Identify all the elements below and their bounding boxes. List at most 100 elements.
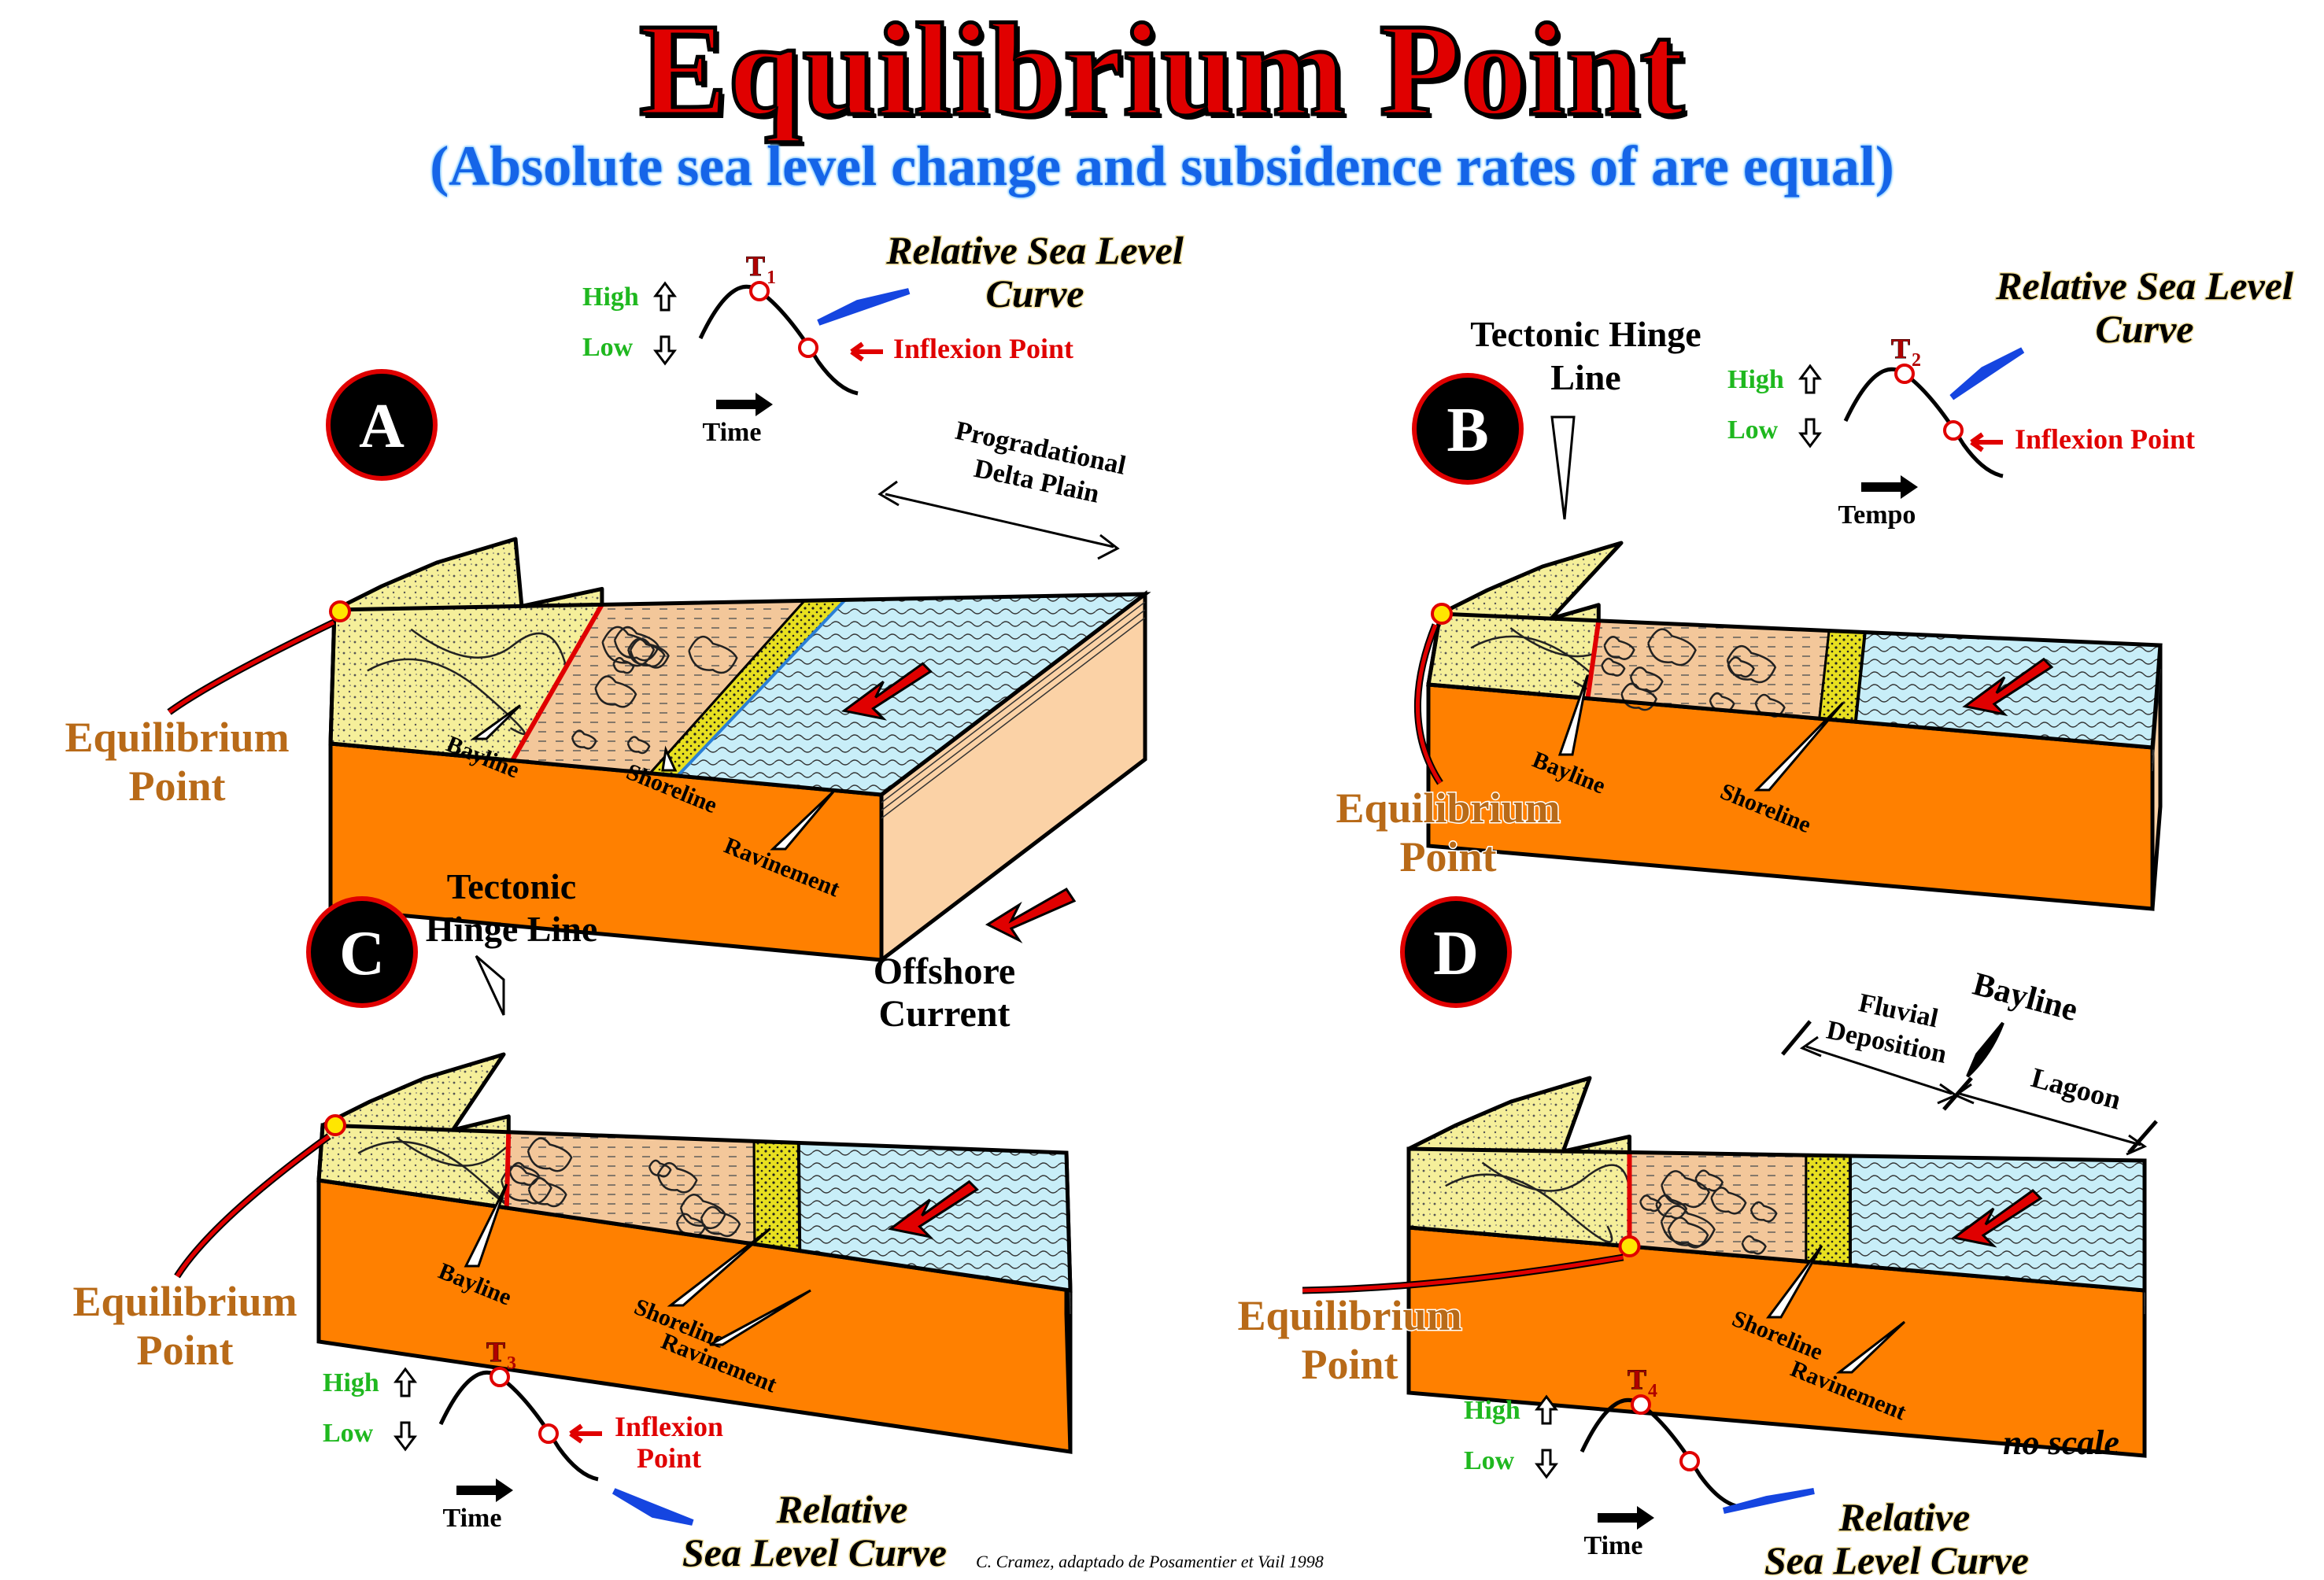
down-arrow-icon [1798,418,1822,449]
rsl-pointer-arrow [1949,347,2025,401]
rsl-curve-title-2: Curve [2096,307,2194,351]
sea-level-curve-a [653,281,859,416]
panel-letter: A [359,392,405,461]
credit-note: C. Cramez, adaptado de Posamentier et Va… [976,1552,1324,1571]
curve-high-marker [1631,1394,1651,1415]
callout-pointer [1835,1320,1906,1374]
high-label: High [582,282,639,312]
rsl-pointer-arrow [611,1488,694,1526]
distributary-channels [1601,628,1786,718]
callout-pointer [770,789,836,851]
time-arrow-icon [456,1478,513,1502]
river-channel [1481,1161,1631,1192]
equilibrium-label-1: Equilibrium [72,1278,297,1325]
high-label: High [1727,365,1784,394]
equilibrium-label-1: Equilibrium [65,714,289,761]
hinge-pointer [1550,415,1576,520]
rsl-curve-title-2: Curve [986,271,1084,316]
page-subtitle: (Absolute sea level change and subsidenc… [430,135,1894,198]
rsl-curve-title-2: Sea Level Curve [1764,1538,2029,1580]
equilibrium-point-marker [324,1114,346,1136]
low-label: Low [1727,415,1779,445]
river-channel [1445,1173,1613,1243]
time-arrow-icon [716,393,773,416]
callout-pointer [470,704,522,740]
time-step-label: T [1628,1364,1646,1395]
block-top-outline [328,592,1151,797]
block-top-outline [316,1123,1073,1293]
offshore-current-legend-arrow [985,888,1077,943]
sea-level-curve-b [1798,364,2004,499]
river-channel [367,658,526,736]
callout-pointer [1766,1245,1823,1319]
block-top-outline [1406,1146,2147,1293]
inflexion-arrow [850,341,883,362]
equilibrium-label-1: Equilibrium [1237,1292,1461,1339]
sea-level-curve-c [393,1367,599,1502]
equilibrium-arrow [1415,624,1443,784]
distributary-channels [500,1137,741,1238]
equilibrium-point-marker [1618,1235,1641,1257]
equilibrium-arrow [174,1133,331,1279]
time-arrow-icon [1861,475,1918,499]
time-axis-label: Tempo [1838,500,1916,530]
inflexion-arrow [569,1423,602,1444]
curve-high-marker [1894,364,1915,384]
callout-pointer [709,1289,811,1346]
low-label: Low [1464,1446,1515,1475]
panel-letter: D [1433,919,1479,988]
bayline-trace [1585,620,1602,700]
time-step-label: T [746,250,765,282]
alluvial-plain [1406,1076,1631,1249]
extent-double-arrow [878,480,1120,560]
block-diagram-b [1426,541,2163,911]
equilibrium-arrow [168,620,335,714]
callout-pointer [464,1183,508,1268]
offshore-current-arrow [841,662,933,721]
high-label: High [1464,1396,1520,1425]
hinge-label-1: Tectonic [447,866,576,906]
up-arrow-icon [1798,364,1822,394]
time-step-subscript: 2 [1912,350,1921,371]
rsl-curve-title-1: Relative Sea Level [885,228,1184,272]
extent-tick [2127,1120,2158,1154]
down-arrow-icon [653,335,677,366]
rsl-curve-title-2: Sea Level Curve [682,1530,947,1574]
callout-pointer [661,745,678,772]
equilibrium-label-2: Point [1301,1341,1398,1388]
hinge-label-2: Hinge Line [426,909,598,949]
strata-line [881,601,1146,803]
inflexion-marker [538,1423,559,1444]
low-label: Low [323,1419,374,1448]
panel-letter: B [1446,396,1488,465]
curve-high-marker [749,281,770,301]
panel-letter: C [339,919,385,988]
block-diagram-d [1406,1076,2147,1458]
curve-line [1580,1397,1740,1509]
offshore-current-arrow [887,1179,979,1239]
equilibrium-point-marker [329,600,351,622]
hinge-pointer [475,954,505,1016]
block-diagram-a [328,537,1151,965]
lagoon-label: Lagoon [2028,1061,2124,1116]
curve-high-marker [490,1367,510,1387]
bayline-trace [510,603,604,762]
time-arrow-icon [1598,1506,1654,1530]
time-step-subscript: 4 [1648,1381,1657,1401]
curve-line [698,284,859,396]
sea-level-curve-d [1535,1394,1740,1530]
offshore-label-2: Current [878,993,1010,1035]
up-arrow-icon [653,281,677,312]
shoreface-sand [1805,1154,1852,1267]
hinge-label-2: Line [1550,357,1620,397]
down-arrow-icon [393,1421,417,1452]
offshore-label-1: Offshore [874,951,1015,992]
time-axis-label: Time [703,418,762,447]
up-arrow-icon [393,1367,417,1397]
down-arrow-icon [1535,1449,1558,1479]
rsl-curve-title-1: Relative [776,1487,908,1531]
delta-plain [1628,1150,1808,1263]
strata-line [881,609,1146,811]
panel-letter-badge [326,369,438,481]
inflexion-label: Inflexion Point [893,333,1073,364]
